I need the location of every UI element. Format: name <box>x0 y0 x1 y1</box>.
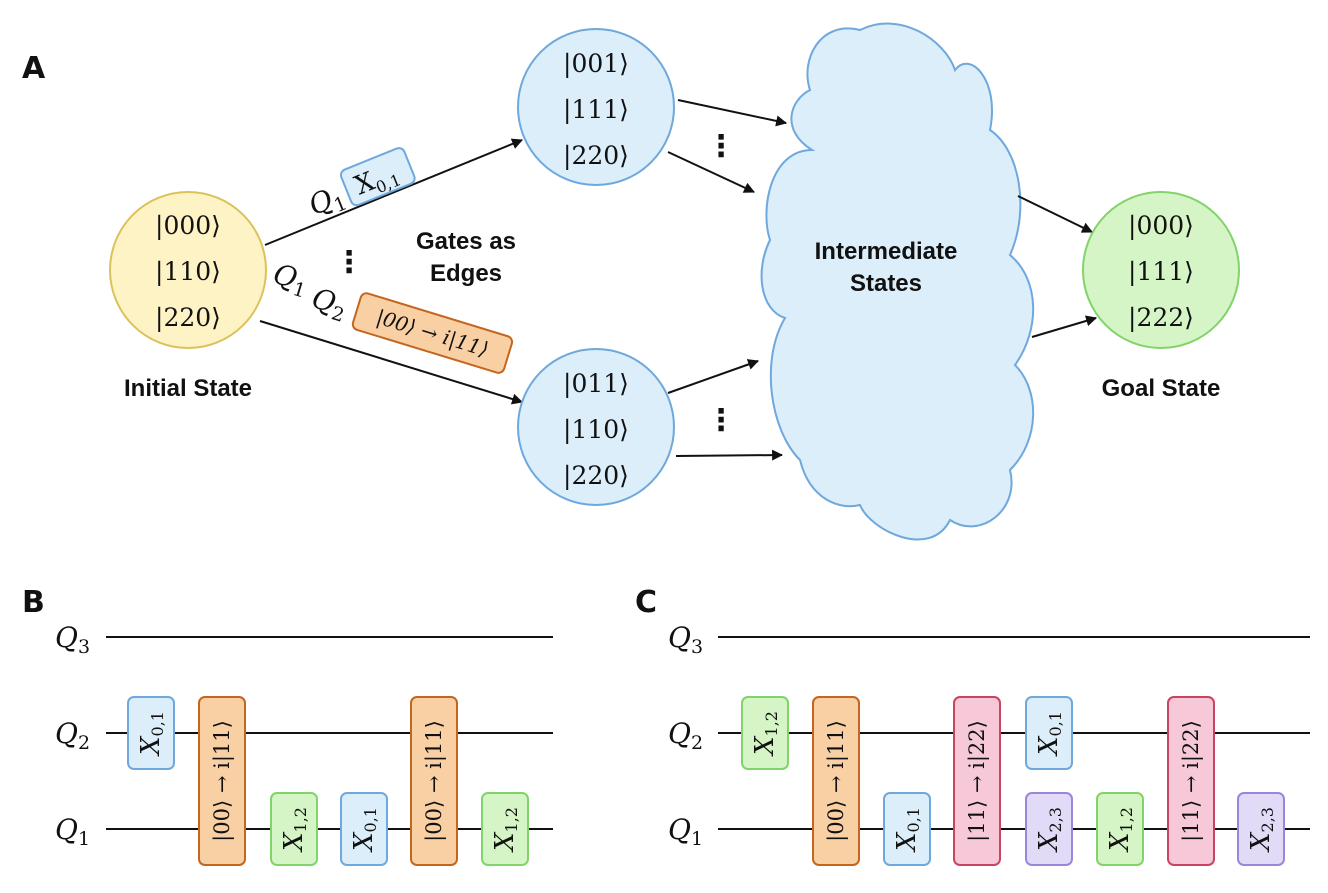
circuit-c-gate-7-box <box>1096 792 1144 866</box>
circuit-b-gate-1-label: X0,1 <box>136 711 167 757</box>
edge-lower-to-cloud-2 <box>675 449 784 461</box>
cloud-label-line2: States <box>850 270 922 297</box>
circuit-b-gate-2-box <box>198 696 246 866</box>
goal-ket-3: |222⟩ <box>1128 303 1194 333</box>
circuit-c-gate-1-label: X1,2 <box>750 711 781 757</box>
circuit-b-gate-6-label: X1,2 <box>490 807 521 853</box>
circuit-c-wire-label-q3: Q3 <box>668 621 703 658</box>
upper-edge-label: Q1 X0,1 <box>304 147 416 222</box>
cloud-label-line1: Intermediate <box>815 238 958 265</box>
circuit-c-gate-9-box <box>1237 792 1285 866</box>
circuit-c-gate-7-label: X1,2 <box>1105 807 1136 853</box>
edges-label-line2: Edges <box>430 260 502 287</box>
circuit-b-gate-1-box <box>127 696 175 770</box>
panel-a-letter: A <box>22 51 46 86</box>
circuit-b-gate-2-label: |00⟩ → i|11⟩ <box>210 720 235 842</box>
upper-ket-3: |220⟩ <box>563 141 629 171</box>
goal-state-caption: Goal State <box>1102 375 1221 402</box>
circuit-c-gate-3-box <box>883 792 931 866</box>
ellipsis-initial: ⋮ <box>334 245 364 280</box>
circuit-b-gate-4-box <box>340 792 388 866</box>
circuit-c-gate-3-label: X0,1 <box>892 807 923 853</box>
panel-b-letter: B <box>22 585 45 620</box>
goal-state-node: |000⟩ |111⟩ |222⟩ <box>1082 191 1240 349</box>
circuit-c-wire-label-q2: Q2 <box>668 717 703 754</box>
ellipsis-lower: ⋮ <box>706 403 736 438</box>
upper-edge-gate-box <box>339 147 416 207</box>
circuit-c-gate-8-label: |11⟩ → i|22⟩ <box>1179 720 1204 842</box>
edge-cloud-to-goal-2 <box>1031 315 1098 338</box>
lower-ket-1: |011⟩ <box>563 369 629 399</box>
edge-initial-to-upper <box>264 138 524 246</box>
initial-state-caption: Initial State <box>124 375 252 402</box>
circuit-c-gate-4-label: |11⟩ → i|22⟩ <box>965 720 990 842</box>
upper-ket-1: |001⟩ <box>563 49 629 79</box>
circuit-b-gate-5-label: |00⟩ → i|11⟩ <box>422 720 447 842</box>
circuit-c-gate-5-label: X0,1 <box>1034 711 1065 757</box>
lower-ket-3: |220⟩ <box>563 461 629 491</box>
upper-state-node: |001⟩ |111⟩ |220⟩ <box>517 28 675 186</box>
circuit-c-gate-2-box <box>812 696 860 866</box>
lower-ket-2: |110⟩ <box>563 415 629 445</box>
circuit-b-gate-3-box <box>270 792 318 866</box>
circuit-b-gate-5-box <box>410 696 458 866</box>
circuit-b-gate-6-box <box>481 792 529 866</box>
goal-ket-1: |000⟩ <box>1128 211 1194 241</box>
lower-state-node: |011⟩ |110⟩ |220⟩ <box>517 348 675 506</box>
circuit-c-gate-4-box <box>953 696 1001 866</box>
ellipsis-upper: ⋮ <box>706 129 736 164</box>
initial-ket-3: |220⟩ <box>155 303 221 333</box>
edges-label-line1: Gates as <box>416 228 516 255</box>
circuit-c-gate-8-box <box>1167 696 1215 866</box>
circuit-c-gate-1-box <box>741 696 789 770</box>
initial-ket-2: |110⟩ <box>155 257 221 287</box>
lower-edge-gate-box <box>351 292 514 374</box>
circuit-b-wire-label-q2: Q2 <box>55 717 90 754</box>
edge-lower-to-cloud-1 <box>667 359 760 394</box>
circuit-c-gate-9-label: X2,3 <box>1246 807 1277 853</box>
circuit-b-gate-4-label: X0,1 <box>349 807 380 853</box>
circuit-c-wire-label-q1: Q1 <box>668 813 703 850</box>
initial-state-node: |000⟩ |110⟩ |220⟩ <box>109 191 267 349</box>
circuit-b-wire-label-q1: Q1 <box>55 813 90 850</box>
edge-initial-to-lower <box>259 320 524 405</box>
edge-upper-to-cloud-1 <box>677 99 788 127</box>
circuit-c-gate-5-box <box>1025 696 1073 770</box>
circuit-c-gate-6-label: X2,3 <box>1034 807 1065 853</box>
panel-c-letter: C <box>635 585 657 620</box>
intermediate-states-cloud: Intermediate States <box>760 22 1035 541</box>
lower-edge-qubit-2: Q2 <box>307 281 351 327</box>
circuit-c-gate-6-box <box>1025 792 1073 866</box>
circuit-c-gate-2-label: |00⟩ → i|11⟩ <box>824 720 849 842</box>
circuit-b-gate-3-label: X1,2 <box>279 807 310 853</box>
lower-edge-qubit-1: Q1 <box>268 257 312 303</box>
initial-ket-1: |000⟩ <box>155 211 221 241</box>
goal-ket-2: |111⟩ <box>1128 257 1194 287</box>
edge-cloud-to-goal-1 <box>1017 195 1093 233</box>
circuit-b-wire-label-q3: Q3 <box>55 621 90 658</box>
upper-ket-2: |111⟩ <box>563 95 629 125</box>
edge-upper-to-cloud-2 <box>667 151 755 193</box>
